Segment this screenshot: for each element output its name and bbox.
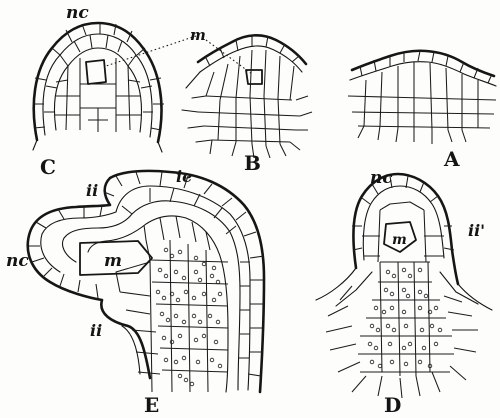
panel-d-label-ii-prime: ii' [468, 221, 485, 240]
panel-d-label-m: m [392, 232, 407, 248]
panel-b-subepidermal-layer [199, 45, 303, 73]
panel-a-cell-walls [347, 50, 497, 144]
panel-c-epidermis [32, 21, 163, 144]
panel-e-label-m: m [104, 251, 122, 271]
panel-b-cell-walls [197, 35, 313, 159]
panel-e-drawing [26, 169, 266, 394]
panel-cb-label-m: m [190, 26, 206, 44]
panel-letter-a: A [443, 147, 460, 171]
panel-d-cell-granules [367, 267, 443, 369]
panel-a-subepidermal-layer [349, 61, 497, 87]
panel-letter-b: B [244, 151, 261, 175]
panel-d-inner-flanks [335, 271, 479, 307]
panel-c-label-nc: nc [66, 3, 89, 23]
panel-c-base-walls [32, 139, 163, 153]
panel-e-label-ie: ie [176, 167, 192, 186]
panel-e-third-layer [87, 215, 229, 393]
figure-labels: nc m C B A ii ie nc m ii E nc m ii' D [6, 3, 485, 417]
panel-d-base-flanks [315, 267, 493, 311]
panel-c-cell-walls [33, 23, 164, 132]
panel-b-epidermis [196, 34, 308, 66]
panel-d-m-cell [383, 221, 417, 253]
panel-c-inner-layer [53, 47, 143, 133]
panel-e-m-cell [79, 240, 153, 276]
panel-c-m-cell [85, 59, 107, 85]
m-leader-to-c [105, 35, 197, 67]
panel-c-subepidermal-layer [42, 33, 153, 138]
panel-letter-c: C [40, 155, 56, 179]
panel-e-outline [26, 169, 266, 394]
panel-e-label-ii-top: ii [86, 181, 98, 200]
panel-d-label-nc: nc [370, 168, 393, 188]
panel-a-drawing [347, 49, 497, 144]
panel-d-cell-walls [325, 175, 478, 399]
panel-c-drawing [32, 21, 164, 153]
m-leader-to-b [205, 39, 253, 75]
panel-e-second-layer [61, 200, 241, 391]
panel-b-m-cell [245, 69, 263, 85]
panel-letter-d: D [384, 393, 401, 417]
panel-e-label-nc: nc [6, 251, 29, 271]
panel-d-subepidermal-layer [362, 185, 445, 261]
panel-e-cell-walls [29, 171, 265, 393]
panel-a-epidermis [350, 49, 496, 78]
panel-e-cell-granules [155, 247, 223, 387]
panel-d-epidermis [352, 172, 460, 286]
panel-e-label-ii-bottom: ii [90, 321, 102, 340]
panel-letter-e: E [144, 393, 159, 417]
m-leader-lines [105, 35, 253, 75]
panel-b-drawing [181, 34, 313, 159]
panel-d-drawing [315, 172, 493, 399]
